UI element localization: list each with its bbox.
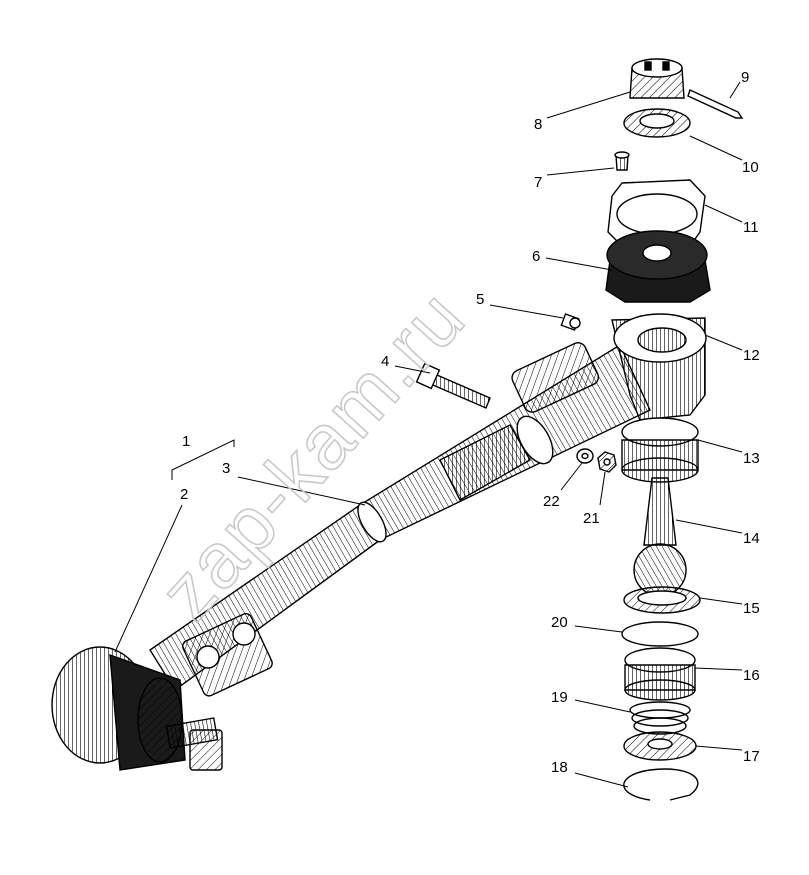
rod-thread bbox=[439, 424, 531, 501]
insert-16-bottom bbox=[624, 679, 696, 701]
washer-22-hole bbox=[581, 452, 589, 460]
label-22: 22 bbox=[543, 493, 560, 510]
o-ring-20 bbox=[621, 621, 699, 647]
socket-face bbox=[137, 677, 183, 763]
label-5: 5 bbox=[476, 291, 484, 308]
label-8: 8 bbox=[534, 116, 542, 133]
ball-pin-14-shank bbox=[643, 477, 677, 546]
rod-clamp bbox=[516, 415, 554, 465]
leader-lines bbox=[114, 81, 743, 788]
bolt-4-head bbox=[415, 362, 441, 390]
pin-stack bbox=[605, 58, 744, 801]
label-10: 10 bbox=[742, 159, 759, 176]
spring-19 bbox=[629, 701, 691, 735]
nut-21-hole bbox=[603, 458, 611, 466]
tie-rod-assembly bbox=[51, 313, 707, 771]
seat-15-hole bbox=[637, 590, 687, 606]
label-7: 7 bbox=[534, 174, 542, 191]
label-15: 15 bbox=[743, 600, 760, 617]
label-1: 1 bbox=[182, 433, 190, 450]
rod-bolt-head-a bbox=[196, 645, 220, 669]
label-3: 3 bbox=[222, 460, 230, 477]
washer-10-hole bbox=[639, 113, 675, 129]
part-labels: 1 2 3 4 5 6 7 8 9 10 11 12 13 14 15 16 1… bbox=[180, 69, 760, 776]
castle-nut-8 bbox=[629, 58, 685, 99]
label-17: 17 bbox=[743, 748, 760, 765]
rod-bolt-head-b bbox=[232, 622, 256, 646]
grease-fitting-5 bbox=[560, 313, 581, 331]
clamp-ears bbox=[511, 342, 600, 413]
label-16: 16 bbox=[743, 667, 760, 684]
label-18: 18 bbox=[551, 759, 568, 776]
label-21: 21 bbox=[583, 510, 600, 527]
inner-housing-bore bbox=[637, 327, 687, 353]
label-4: 4 bbox=[381, 353, 389, 370]
label-9: 9 bbox=[741, 69, 749, 86]
label-12: 12 bbox=[743, 347, 760, 364]
label-14: 14 bbox=[743, 530, 760, 547]
retaining-ring-18 bbox=[623, 768, 699, 801]
label-13: 13 bbox=[743, 450, 760, 467]
socket-nut bbox=[189, 729, 223, 771]
rod-ring bbox=[357, 501, 387, 543]
label-19: 19 bbox=[551, 689, 568, 706]
spring-seat-17-hole bbox=[647, 738, 673, 750]
cover-6-hole bbox=[642, 244, 672, 262]
label-20: 20 bbox=[551, 614, 568, 631]
plug-7-top bbox=[614, 151, 630, 159]
label-6: 6 bbox=[532, 248, 540, 265]
cotter-pin-9 bbox=[687, 89, 744, 119]
label-2: 2 bbox=[180, 486, 188, 503]
label-11: 11 bbox=[743, 219, 759, 236]
